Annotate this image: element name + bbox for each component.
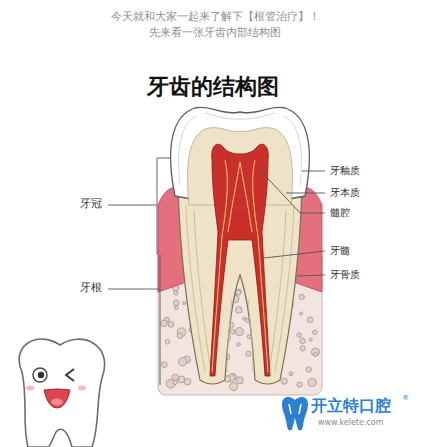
bone-pore [297, 333, 301, 337]
bone-pore [299, 312, 302, 315]
bone-pore [236, 377, 243, 384]
bone-pore [184, 378, 191, 385]
bone-pore [174, 306, 178, 310]
bone-pore [306, 367, 311, 372]
bone-pore [281, 378, 287, 384]
bone-pore [173, 300, 179, 306]
pupil [38, 372, 44, 378]
bone-pore [297, 382, 302, 387]
wink-eye [66, 369, 74, 381]
logo-text: 开立特口腔 [311, 396, 391, 415]
leader-line [258, 168, 325, 213]
bone-pore [314, 353, 318, 357]
bone-pore [161, 320, 168, 327]
bone-pore [309, 338, 312, 341]
eye [33, 368, 47, 382]
bone-pore [235, 307, 242, 314]
stripe [205, 113, 275, 119]
part-label: 髓腔 [330, 207, 350, 219]
bone-pore [311, 348, 319, 356]
cheek [26, 386, 34, 391]
mouth [44, 389, 70, 408]
part-label: 牙釉质 [330, 165, 360, 177]
bone-pore [307, 317, 313, 323]
bone-pore [308, 378, 316, 386]
bone-pore [161, 362, 167, 368]
tooth-body [19, 339, 104, 447]
leader-line [297, 275, 325, 276]
stripe [248, 300, 253, 372]
leader-line [286, 193, 325, 194]
stripe [186, 205, 205, 372]
bone-pore [300, 346, 305, 351]
bone-pore [179, 358, 187, 366]
intro-text: 先来看一张牙齿内部结构图 [2, 26, 426, 39]
bone-pore [174, 291, 178, 295]
bone-pore [230, 329, 235, 334]
cartoon-tooth [19, 339, 104, 447]
part-label: 牙本质 [330, 187, 360, 199]
nerves [212, 160, 268, 372]
bracket [157, 158, 158, 255]
bone-pore [173, 380, 177, 384]
nerve [240, 162, 252, 232]
bone-pore [237, 342, 241, 346]
bone-pore [229, 382, 237, 390]
nerve [212, 160, 227, 372]
bone-pore [165, 339, 170, 344]
pulp [210, 144, 270, 376]
bone-pore [289, 372, 293, 376]
bone-pore [168, 321, 174, 327]
stripe [270, 210, 286, 365]
leader-line [264, 251, 325, 258]
bone-pore [299, 294, 304, 299]
leader-line [108, 289, 160, 290]
logo-icon [282, 397, 308, 431]
bone-pore [246, 351, 251, 356]
tongue [51, 399, 63, 406]
logo-tooth [282, 397, 308, 431]
bone-pore [177, 333, 182, 338]
bone-pore [300, 338, 306, 344]
registered-mark: ® [402, 394, 409, 402]
bone-pore [247, 335, 251, 339]
stripe [194, 210, 210, 365]
part-label: 牙骨质 [330, 269, 360, 281]
part-label: 牙髓 [330, 245, 350, 257]
leader-line [302, 171, 325, 172]
stripe [275, 205, 294, 372]
part-label: 牙根 [80, 281, 102, 294]
nerve [253, 160, 268, 372]
brackets [108, 158, 325, 385]
part-label: 牙冠 [80, 197, 102, 210]
stripe [227, 300, 232, 372]
bracket [160, 255, 161, 385]
bone-pore [235, 328, 243, 336]
intro-text: 今天就和大家一起来了解下【根管治疗】！ [2, 10, 426, 23]
bone-pore [183, 302, 186, 305]
logo-mark [289, 404, 301, 414]
diagram-title: 牙齿的结构图 [0, 74, 426, 100]
leader-line [108, 205, 157, 206]
bone-pore [236, 290, 241, 295]
bone-pore [243, 317, 246, 320]
spongy-bone [161, 285, 320, 391]
nerve [228, 162, 240, 232]
logo-url: www.kelete.com [318, 418, 384, 428]
cheek [78, 386, 86, 391]
bracket [157, 158, 170, 159]
bone-pore [313, 330, 317, 334]
